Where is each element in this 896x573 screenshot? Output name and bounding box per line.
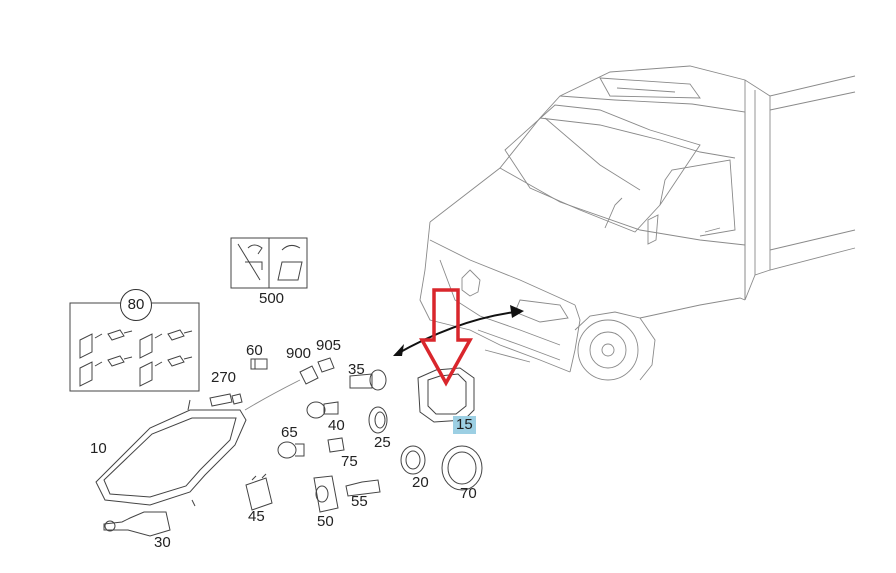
part-label-900: 900 [286,345,312,362]
part-45-module [245,473,273,511]
direction-arrow [393,305,524,356]
part-label-80-text: 80 [127,296,145,313]
part-label-25: 25 [374,434,391,451]
part-label-270: 270 [211,369,237,386]
part-60-bulb [250,358,268,370]
part-label-55: 55 [351,493,368,510]
part-65-bulb [277,441,305,459]
part-500-box [230,237,308,289]
part-900-905 [244,357,335,411]
highlight-arrow [419,288,473,387]
part-label-60: 60 [246,342,263,359]
part-label-35: 35 [348,361,365,378]
part-label-20: 20 [412,474,429,491]
part-label-65: 65 [281,424,298,441]
part-label-75: 75 [341,453,358,470]
part-label-45: 45 [248,508,265,525]
part-55-bulb [345,479,381,497]
part-label-30: 30 [154,534,171,551]
part-label-40: 40 [328,417,345,434]
part-40-socket [306,401,339,419]
part-25-cap [368,406,388,434]
part-20-ring [400,445,426,475]
part-270-bolt [209,393,243,407]
part-10-headlamp [95,399,247,507]
part-70-ring [441,445,483,491]
part-label-10: 10 [90,440,107,457]
part-35-bulb [349,369,387,391]
part-label-500: 500 [259,290,285,307]
part-label-15-highlighted: 15 [453,416,476,434]
part-30-motor [103,511,171,537]
part-label-50: 50 [317,513,334,530]
part-75-bulb [327,437,345,453]
part-label-70: 70 [460,485,477,502]
part-50-bracket [313,475,339,513]
part-15-housing [417,367,475,423]
part-label-80: 80 [120,289,152,321]
part-label-905: 905 [316,337,342,354]
van-outline [419,65,856,381]
